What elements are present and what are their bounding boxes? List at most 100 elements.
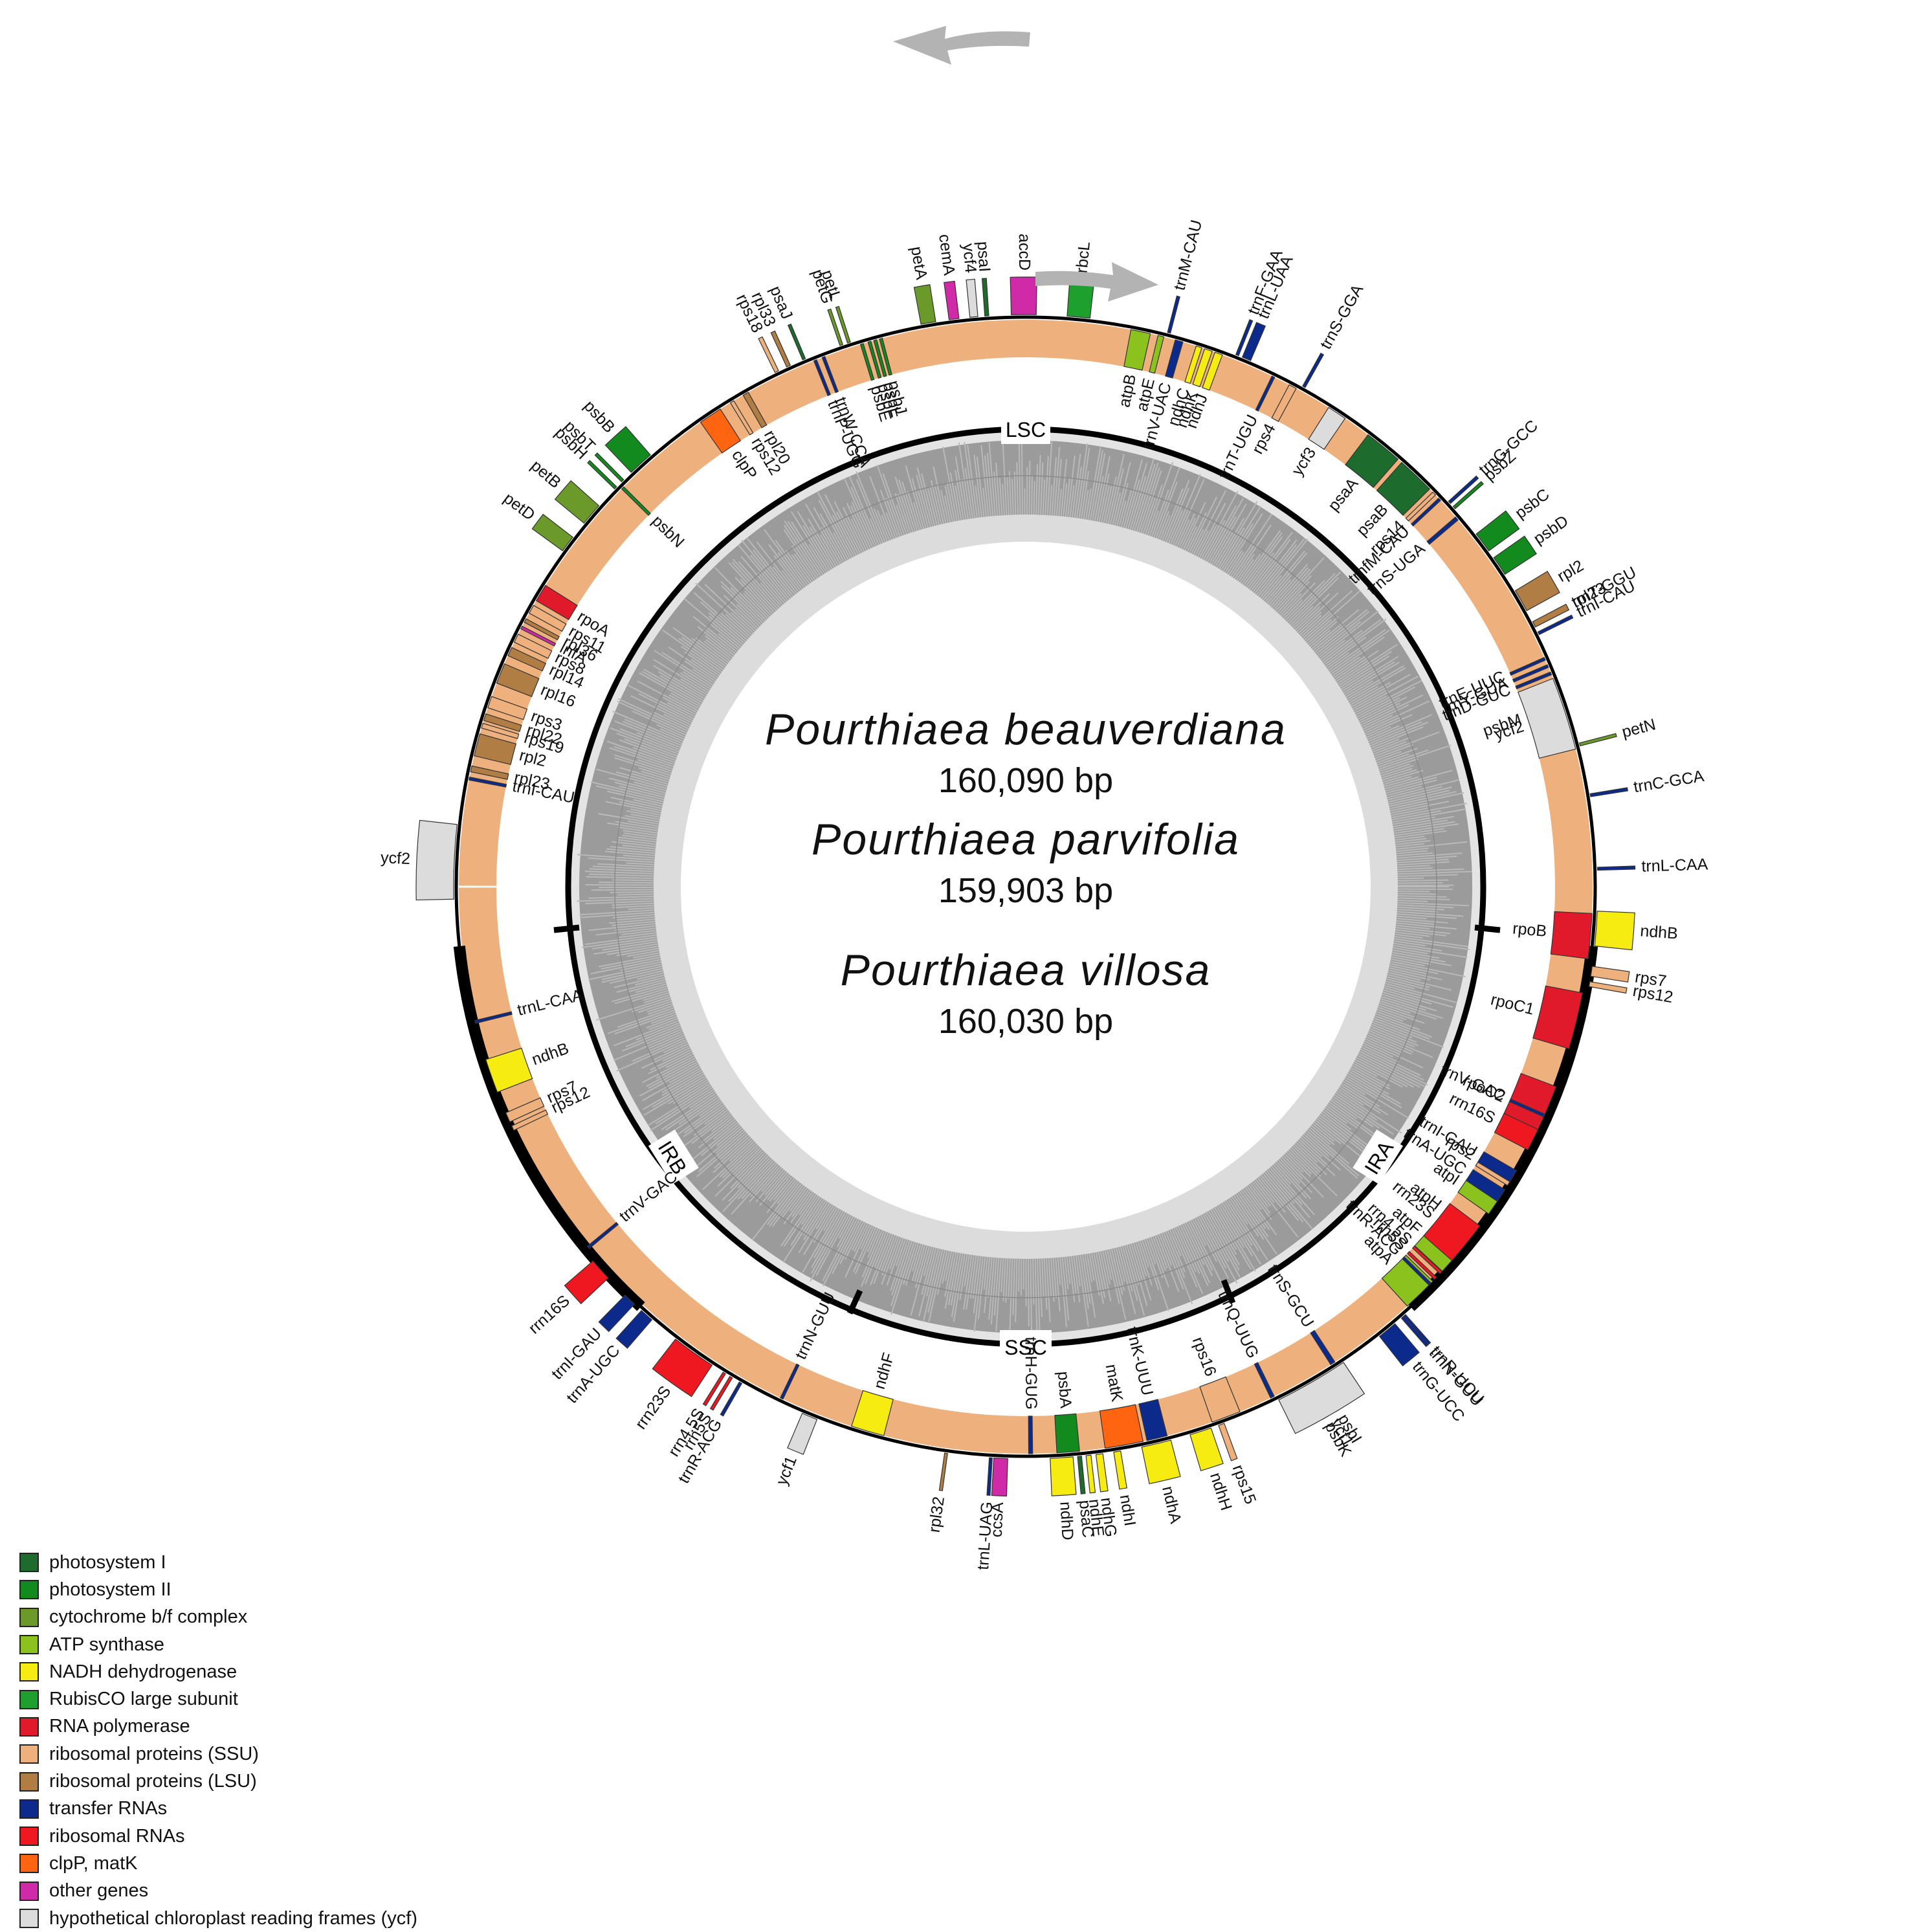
gene-block	[1303, 353, 1323, 388]
clockwise-arrow-icon	[1035, 262, 1158, 302]
legend-swatch	[19, 1827, 39, 1846]
gene-block	[1597, 866, 1635, 871]
gene-label: rpoC1	[1489, 990, 1536, 1018]
gene-label: trnQ-UUG	[1214, 1287, 1262, 1360]
gene-block	[1100, 1405, 1143, 1448]
gene-block	[1591, 966, 1629, 982]
gene-trnl-caa: trnL-CAA	[1597, 855, 1708, 875]
gene-block	[1595, 911, 1635, 950]
gene-block	[982, 278, 989, 316]
gene-block	[1589, 982, 1627, 994]
gene-label: trnK-UUU	[1123, 1325, 1156, 1397]
gene-ndhb: ndhB	[1595, 911, 1679, 950]
gene-label: rrn23S	[632, 1382, 674, 1432]
gene-label: trnL-CAA	[516, 986, 585, 1019]
gene-label: rpl32	[925, 1496, 948, 1534]
species-name-2: Pourthiaea parvifolia	[812, 814, 1240, 865]
gene-label: petD	[500, 489, 538, 524]
legend-item: other genes	[19, 1878, 417, 1905]
gene-ndha: ndhA	[1142, 1440, 1185, 1526]
gene-block	[1010, 277, 1037, 315]
gene-rrn16s: rrn16S	[525, 1261, 608, 1337]
gene-trnc-gca: trnC-GCA	[1590, 767, 1705, 797]
gene-block	[1086, 1455, 1095, 1493]
gene-label: trnS-GCU	[1264, 1261, 1318, 1331]
gene-label: ndhA	[1158, 1484, 1185, 1526]
gene-label: rpl2	[1554, 557, 1587, 586]
gene-block	[1190, 1428, 1223, 1471]
gene-block	[1532, 605, 1569, 627]
gene-block	[788, 324, 806, 360]
gene-block	[1114, 1451, 1127, 1489]
legend-item: photosystem II	[19, 1576, 417, 1603]
legend-swatch	[19, 1854, 39, 1873]
svg-text:LSC: LSC	[1006, 418, 1046, 441]
gene-block	[1167, 296, 1180, 333]
gene-label: trnH-GUG	[1021, 1337, 1040, 1410]
genome-size-1: 160,090 bp	[938, 761, 1113, 801]
legend-swatch	[19, 1909, 39, 1928]
gene-trnm-cau: trnM-CAU	[1167, 218, 1206, 333]
gene-ycf4: ycf4	[959, 243, 980, 317]
legend-swatch	[19, 1799, 39, 1819]
gene-label: psaA	[1325, 474, 1362, 515]
legend-swatch	[19, 1882, 39, 1901]
gene-label: petA	[907, 245, 931, 282]
gene-label: ndhB	[529, 1039, 571, 1069]
gene-block	[966, 279, 978, 317]
gene-block	[1551, 912, 1592, 959]
legend-item: RubisCO large subunit	[19, 1685, 417, 1713]
legend-item: ribosomal proteins (LSU)	[19, 1768, 417, 1795]
species-name-1: Pourthiaea beauverdiana	[765, 704, 1287, 755]
gene-label: psbC	[1512, 485, 1552, 522]
legend-swatch	[19, 1580, 39, 1599]
gene-label: trnN-GUU	[791, 1289, 839, 1362]
legend-item: photosystem I	[19, 1549, 417, 1576]
gene-label: rbcL	[1073, 241, 1094, 274]
legend-swatch	[19, 1772, 39, 1792]
gene-label: ndhB	[1640, 922, 1679, 942]
legend-item: ribosomal RNAs	[19, 1823, 417, 1850]
legend-item: transfer RNAs	[19, 1795, 417, 1823]
gene-ndhd: ndhD	[1050, 1457, 1077, 1541]
legend-swatch	[19, 1608, 39, 1627]
legend-swatch	[19, 1690, 39, 1709]
gene-label: rpoB	[1512, 919, 1547, 940]
legend-item: hypothetical chloroplast reading frames …	[19, 1905, 417, 1932]
gene-label: accD	[1015, 234, 1033, 271]
gene-rpob: rpoB	[1512, 912, 1592, 959]
gene-block	[944, 281, 959, 320]
gene-label: rrn16S	[525, 1292, 573, 1338]
gene-label: ycf4	[959, 243, 980, 274]
gene-block	[914, 285, 936, 324]
gene-block	[416, 820, 457, 900]
gene-label: trnL-CAA	[1641, 855, 1708, 875]
species-name-3: Pourthiaea villosa	[841, 945, 1211, 995]
gene-block	[788, 1414, 817, 1454]
region-label-lsc: LSC	[1001, 412, 1050, 444]
genome-size-2: 159,903 bp	[938, 871, 1113, 911]
legend-item: cytochrome b/f complex	[19, 1604, 417, 1631]
gene-accd: accD	[1010, 234, 1037, 315]
boundary-irb-lsc	[554, 927, 579, 930]
gene-label: ndhH	[1206, 1471, 1235, 1513]
legend-item: RNA polymerase	[19, 1713, 417, 1740]
counterclockwise-arrow-icon	[893, 26, 1030, 65]
gene-block	[1142, 1440, 1180, 1483]
gene-block	[939, 1453, 947, 1491]
gene-label: rps16	[1189, 1335, 1220, 1379]
gene-label: psbN	[648, 512, 688, 551]
gene-psba: psbA	[1054, 1371, 1079, 1453]
legend-item: ribosomal proteins (SSU)	[19, 1740, 417, 1768]
gene-label: trnC-GCA	[1632, 767, 1705, 796]
gene-label: petB	[527, 456, 564, 492]
gene-label: psbA	[1054, 1371, 1075, 1409]
gene-rpl32: rpl32	[925, 1453, 948, 1533]
gene-block	[1580, 733, 1617, 746]
gene-label: ycf2	[381, 849, 411, 868]
gene-block	[1096, 1454, 1108, 1492]
legend-item: NADH dehydrogenase	[19, 1658, 417, 1685]
gene-block	[987, 1458, 992, 1495]
gene-block	[1028, 1416, 1032, 1454]
boundary-lsc-ira	[1475, 927, 1500, 930]
